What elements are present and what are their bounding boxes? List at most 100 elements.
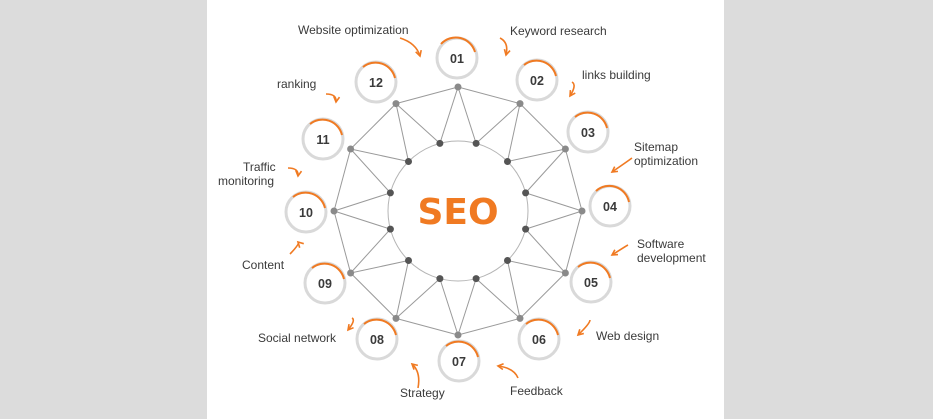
node-dot-icon [503,256,511,264]
outer-edge [457,86,521,105]
arrow-head-icon [610,249,619,256]
outer-edge [333,210,352,274]
arrow-head-icon [569,89,576,98]
node-dot-icon [347,145,355,153]
spoke-edge [439,278,459,336]
step-number: 05 [584,276,598,290]
step-badges: 01 02 03 04 05 06 07 08 09 10 11 12 [284,36,632,383]
arrow-head-icon [333,96,341,104]
network-lines [333,86,583,336]
spoke-edge [350,228,391,274]
badge-arc [445,340,479,358]
label-traffic-monitoring-line1: Traffic [243,160,276,174]
step-number: 02 [530,74,544,88]
arrows [287,37,633,389]
label-traffic-monitoring-line2: monitoring [218,174,274,188]
node-dot-icon [436,275,444,283]
spoke-edge [507,148,566,162]
node-dot-icon [522,189,530,197]
spoke-edge [395,103,441,144]
step-badge-10: 10 [284,190,328,234]
arrow-head-icon [496,363,504,371]
label-feedback: Feedback [510,384,564,398]
node-dot-icon [386,225,394,233]
outer-edge [395,86,459,105]
node-dot-icon [347,269,355,277]
arrow-icon [289,241,300,255]
arrow-icon [399,37,421,57]
node-dot-icon [454,83,462,91]
node-dot-icon [472,275,480,283]
spoke-edge [333,210,391,230]
arrow-head-icon [346,323,354,332]
spoke-edge [350,148,391,194]
badge-arc [574,111,608,129]
arrow-head-icon [295,170,303,178]
step-number: 08 [370,333,384,347]
spoke-edge [525,228,566,274]
label-strategy: Strategy [400,386,445,400]
spoke-edge [507,103,521,162]
node-dot-icon [436,139,444,147]
label-software-development-line2: development [637,251,706,265]
step-labels: Website optimization Keyword research li… [218,23,706,400]
arrow-head-icon [296,240,304,248]
arrow-icon [577,319,591,336]
outer-edge [395,317,459,336]
label-web-design: Web design [596,329,659,343]
badge-arc [595,184,630,203]
badge-arc [577,261,611,279]
step-number: 09 [318,277,332,291]
spoke-edge [439,86,459,144]
arrow-head-icon [410,362,419,370]
label-links-building: links building [582,68,651,82]
arrow-head-icon [503,48,511,57]
step-number: 03 [581,126,595,140]
spoke-edge [525,148,566,194]
node-dot-icon [503,158,511,166]
badge-arc [523,59,557,77]
spoke-edge [395,260,409,319]
outer-edge [333,148,352,212]
node-dot-icon [516,100,524,108]
label-website-optimization: Website optimization [298,23,409,37]
spoke-edge [475,278,521,319]
arrow-icon [569,81,575,97]
step-number: 04 [603,200,617,214]
label-ranking: ranking [277,77,316,91]
label-sitemap-optimization-line2: optimization [634,154,698,168]
badge-arc [440,36,476,53]
spoke-edge [525,192,583,212]
outer-edge [519,103,566,150]
node-dot-icon [561,269,569,277]
arrow-head-icon [576,329,585,337]
spoke-edge [507,260,566,274]
step-badge-03: 03 [566,110,610,154]
badge-arc [525,318,559,336]
step-number: 07 [452,355,466,369]
inner-circle [387,140,529,282]
node-dot-icon [386,189,394,197]
label-keyword-research: Keyword research [510,24,607,38]
label-content: Content [242,258,285,272]
arrow-icon [347,317,355,331]
step-badge-01: 01 [435,36,479,80]
outer-edge [350,272,397,319]
badge-arc [362,61,396,79]
arrow-head-icon [610,166,619,173]
step-badge-11: 11 [301,117,345,161]
step-badge-08: 08 [355,317,399,361]
arrow-icon [611,157,633,173]
arrow-icon [611,244,629,256]
node-dot-icon [454,331,462,339]
node-dot-icon [516,314,524,322]
node-dot-icon [561,145,569,153]
badge-arc [363,318,397,336]
label-sitemap-optimization-line1: Sitemap [634,140,678,154]
badge-arc [311,262,345,280]
node-dot-icon [330,207,338,215]
outer-edge [564,148,583,212]
node-dot-icon [405,158,413,166]
spoke-edge [457,86,477,144]
step-badge-07: 07 [437,339,481,383]
